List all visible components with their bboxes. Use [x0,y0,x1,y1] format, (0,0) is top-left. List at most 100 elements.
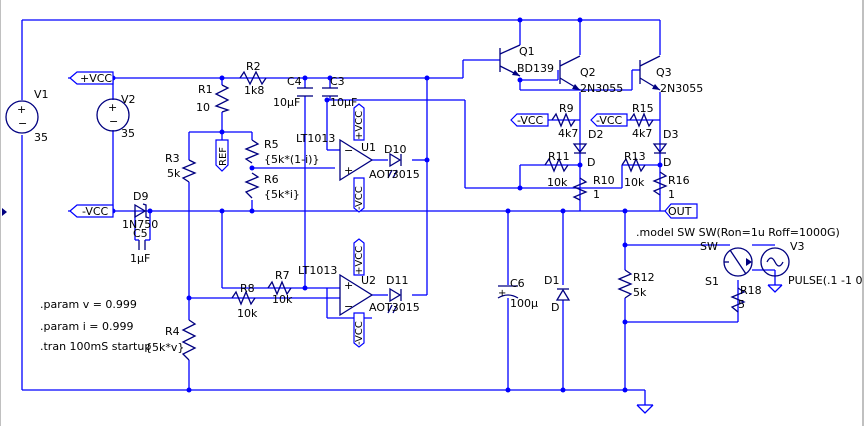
d3-name: D3 [663,128,678,141]
ground-icon [636,404,654,414]
v1-source[interactable]: + − [5,100,39,134]
d3-diode[interactable] [652,143,668,154]
out-flag[interactable]: OUT [664,203,698,219]
u1-opamp[interactable]: − + [339,138,374,182]
r7-resistor[interactable] [267,280,292,296]
r2-resistor[interactable] [239,70,267,86]
neg-vcc-flag-r9[interactable]: -VCC [510,113,549,127]
svg-text:-VCC: -VCC [354,186,365,210]
svg-text:-VCC: -VCC [354,321,365,345]
ref-flag[interactable]: REF [215,139,229,172]
u1-name: U1 [361,141,376,154]
r1-resistor[interactable] [214,84,231,113]
neg-vcc-flag[interactable]: -VCC [69,204,114,218]
u2-neg-vcc-flag[interactable]: -VCC [353,312,365,348]
r13-resistor[interactable] [621,157,646,173]
r6-resistor[interactable] [244,172,260,199]
r10-value: 1 [593,188,600,201]
c5-value: 1µF [130,252,150,265]
param-i-directive[interactable]: .param i = 0.999 [40,320,133,333]
r10-resistor[interactable] [572,177,588,201]
r5-value: {5k*(1-i)} [264,153,319,166]
q2-transistor[interactable] [559,55,581,91]
q1-transistor[interactable] [499,44,521,77]
r8-value: 10k [237,307,258,320]
r2-value: 1k8 [244,84,264,97]
c6-name: C6 [510,277,525,290]
v1-name: V1 [34,88,49,101]
svg-text:REF: REF [218,147,229,166]
r13-name: R13 [624,150,646,163]
u1-pos-vcc-flag[interactable]: +VCC [353,103,365,141]
r3-resistor[interactable] [181,159,197,183]
r6-name: R6 [264,173,279,186]
r12-resistor[interactable] [617,269,633,299]
v1-value: 35 [34,131,48,144]
pos-vcc-flag[interactable]: +VCC [69,71,114,85]
u2-model: LT1013 [298,264,337,277]
sw-name: SW [700,240,718,253]
q3-transistor[interactable] [639,55,661,91]
svg-text:+: + [108,101,117,114]
d11-led[interactable] [387,287,402,314]
r5-resistor[interactable] [244,139,260,164]
q2-model: 2N3055 [580,82,623,95]
u2-opamp[interactable]: + − [339,273,374,317]
v2-value: 35 [121,127,135,140]
r11-value: 10k [547,176,568,189]
d2-name: D2 [588,128,603,141]
v2-source[interactable]: + − [96,98,130,132]
r4-name: R4 [165,325,180,338]
r3-value: 5k [167,167,181,180]
scroll-arrow-icon[interactable] [2,208,7,216]
svg-text:+VCC: +VCC [80,72,112,85]
svg-text:+: + [344,164,353,177]
c5-capacitor[interactable] [135,239,150,250]
d1-diode[interactable] [555,288,571,301]
svg-text:-VCC: -VCC [82,205,109,218]
r1-name: R1 [198,83,213,96]
r18-resistor[interactable] [730,287,746,313]
v3-name: V3 [790,240,805,253]
r15-resistor[interactable] [629,112,654,128]
svg-text:-VCC: -VCC [596,114,623,127]
tran-directive[interactable]: .tran 100mS startup [40,340,151,353]
model-directive[interactable]: .model SW SW(Ron=1u Roff=1000G) [636,226,840,239]
r11-resistor[interactable] [544,157,569,173]
r8-name: R8 [240,282,255,295]
neg-vcc-flag-r15[interactable]: -VCC [590,113,628,127]
r4-resistor[interactable] [181,319,197,361]
svg-text:-VCC: -VCC [517,114,544,127]
r16-resistor[interactable] [652,171,668,196]
svg-text:+: + [344,279,353,292]
junction-dots [110,17,663,393]
c3-capacitor[interactable] [322,87,338,97]
u1-neg-vcc-flag[interactable]: -VCC [353,177,365,213]
d2-diode[interactable] [572,143,588,154]
c3-name: C3 [330,75,345,88]
d10-led[interactable] [387,152,402,179]
svg-text:−: − [18,117,27,130]
u2-name: U2 [361,274,376,287]
r8-resistor[interactable] [231,290,256,306]
r13-value: 10k [624,176,645,189]
c6-capacitor[interactable]: + [497,285,519,299]
u2-pos-vcc-flag[interactable]: +VCC [353,238,365,276]
c4-capacitor[interactable] [297,87,313,97]
r5-name: R5 [264,138,279,151]
r16-value: 1 [668,188,675,201]
c5-name: C5 [133,227,148,240]
v3-source[interactable] [760,247,790,277]
r9-resistor[interactable] [551,112,576,128]
svg-text:+: + [498,288,506,299]
r15-value: 4k7 [632,127,652,140]
s1-switch[interactable] [723,247,753,277]
d9-zener[interactable] [134,203,150,219]
c4-name: C4 [287,75,302,88]
q2-name: Q2 [580,66,596,79]
param-v-directive[interactable]: .param v = 0.999 [40,298,137,311]
d1-model: D [551,301,559,314]
r7-name: R7 [275,269,290,282]
d11-name: D11 [386,274,408,287]
